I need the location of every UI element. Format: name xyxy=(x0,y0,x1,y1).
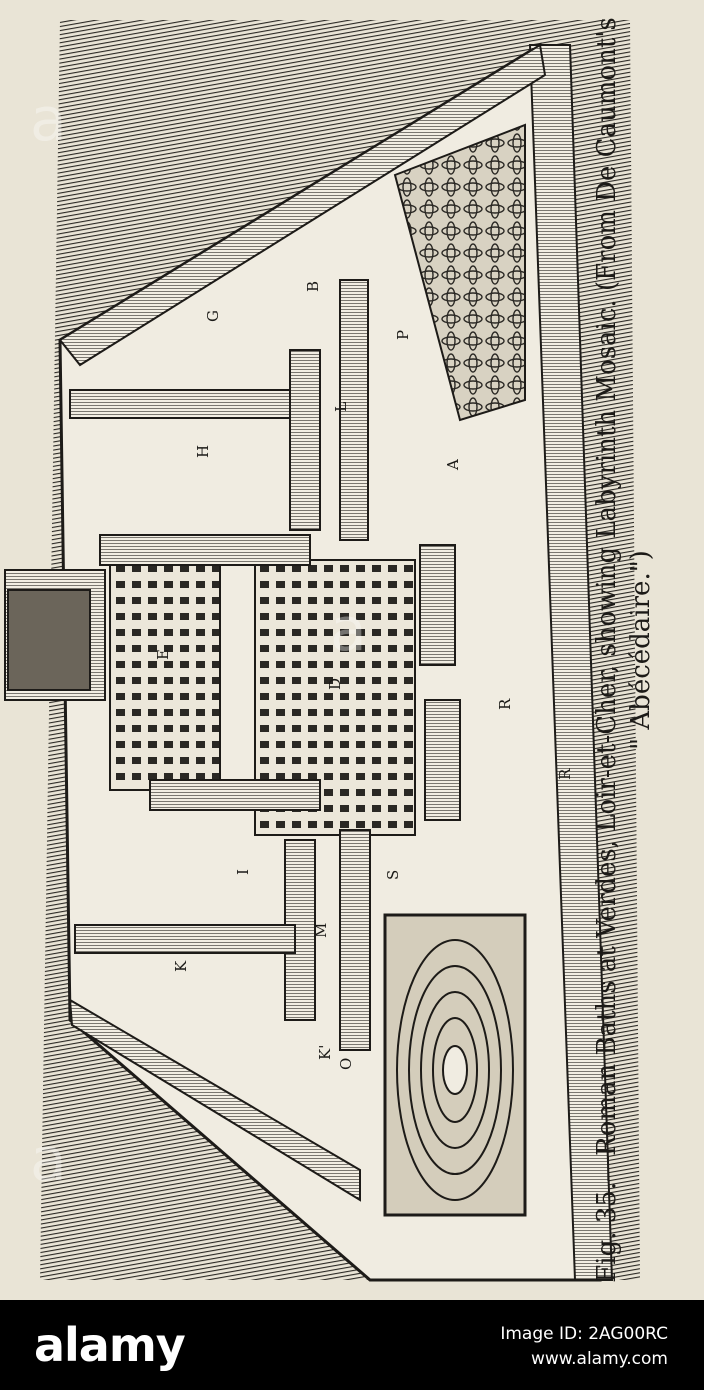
roman-baths-plan-engraving: B G H L P A E D R R I M S K K' O a a a xyxy=(4,20,640,1282)
hypocaust-pillars-e xyxy=(109,559,221,791)
watermark-a-2: a xyxy=(330,595,367,665)
caption-line-1: Fig. 35.—Roman Baths at Verdes, Loir-et-… xyxy=(592,17,622,1283)
room-label-k: K xyxy=(172,960,190,972)
room-label-h: H xyxy=(194,445,212,458)
scanned-page: B G H L P A E D R R I M S K K' O a a a F… xyxy=(0,0,704,1300)
alamy-logo: alamy xyxy=(34,1318,186,1372)
room-letters: B G H L P A E D R R I M S K K' O xyxy=(154,281,574,1070)
room-label-i: I xyxy=(234,869,252,875)
labyrinth-rings xyxy=(396,939,514,1201)
site-url: www.alamy.com xyxy=(530,1349,668,1369)
room-label-a: A xyxy=(444,459,462,471)
diamond-mosaic-floor xyxy=(393,123,526,422)
figure-caption: Fig. 35.—Roman Baths at Verdes, Loir-et-… xyxy=(590,10,670,1290)
outer-wall-right xyxy=(528,44,614,1281)
room-label-p: P xyxy=(394,330,412,340)
room-label-g: G xyxy=(204,310,222,322)
stock-footer-bar xyxy=(0,1300,704,1390)
room-label-k-prime: K' xyxy=(316,1045,334,1060)
room-label-e: E xyxy=(154,649,172,660)
room-label-r: R xyxy=(496,698,514,710)
room-label-r2: R xyxy=(556,768,574,780)
caption-line-2: " Abécédaire.") xyxy=(626,550,656,750)
image-id-text: Image ID: 2AG00RC xyxy=(500,1324,668,1344)
room-label-s: S xyxy=(384,870,402,880)
room-label-b: B xyxy=(304,281,322,292)
room-label-m: M xyxy=(312,923,330,938)
outer-wall-top xyxy=(58,43,547,367)
room-label-l: L xyxy=(332,402,350,412)
watermark-a-3: a xyxy=(30,1125,67,1195)
room-label-o: O xyxy=(337,1058,355,1070)
outer-wall-bottom xyxy=(68,998,361,1202)
watermark-a: a xyxy=(30,85,67,155)
furnace-block xyxy=(7,589,91,691)
image-id-block: Image ID: 2AG00RC www.alamy.com xyxy=(500,1322,668,1372)
room-label-d: D xyxy=(326,678,344,690)
